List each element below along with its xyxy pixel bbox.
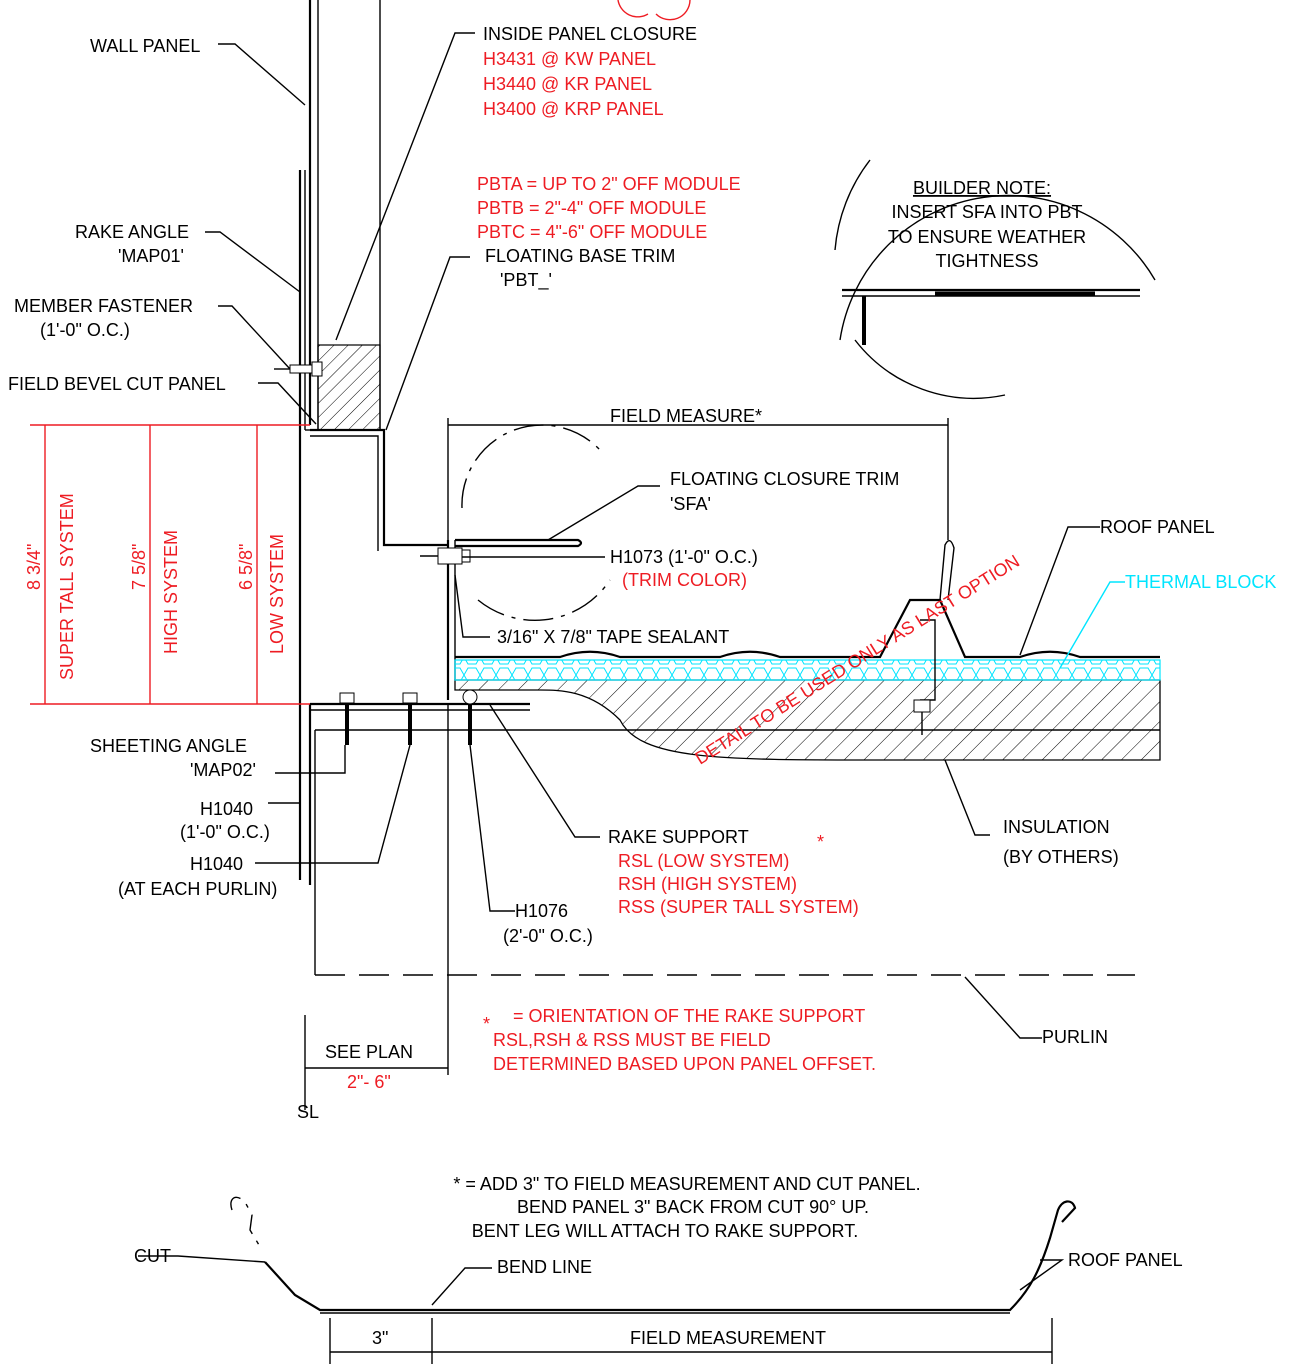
label-see-plan: SEE PLAN bbox=[325, 1042, 413, 1062]
label-floating-closure-trim: FLOATING CLOSURE TRIM bbox=[670, 469, 899, 489]
label-pbt-code: 'PBT_' bbox=[500, 270, 552, 291]
builder-note-circle bbox=[839, 194, 1156, 341]
label-field-bevel: FIELD BEVEL CUT PANEL bbox=[8, 374, 226, 394]
label-member-fastener: MEMBER FASTENER bbox=[14, 296, 193, 316]
label-h1073: H1073 (1'-0" O.C.) bbox=[610, 547, 758, 567]
label-builder-note-3: TIGHTNESS bbox=[935, 251, 1038, 271]
label-map02: 'MAP02' bbox=[190, 760, 256, 780]
label-orientation-3: DETERMINED BASED UPON PANEL OFFSET. bbox=[493, 1054, 876, 1074]
label-roof-panel-2: ROOF PANEL bbox=[1068, 1250, 1183, 1270]
label-builder-note-title: BUILDER NOTE: bbox=[913, 178, 1051, 198]
label-dim-super: 8 3/4" bbox=[24, 544, 44, 590]
label-see-plan-dim: 2"- 6" bbox=[347, 1072, 391, 1092]
label-closure-kr: H3440 @ KR PANEL bbox=[483, 74, 652, 94]
orientation-star-icon: * bbox=[483, 1014, 490, 1034]
label-pbta: PBTA = UP TO 2" OFF MODULE bbox=[477, 174, 741, 194]
label-h1040-a-oc: (1'-0" O.C.) bbox=[180, 822, 270, 842]
h1040-screws bbox=[339, 689, 478, 745]
label-purlin: PURLIN bbox=[1042, 1027, 1108, 1047]
label-pbtc: PBTC = 4"-6" OFF MODULE bbox=[477, 222, 707, 242]
roof-panel-lower-profile bbox=[264, 1200, 1077, 1312]
label-rake-support: RAKE SUPPORT bbox=[608, 827, 749, 847]
label-note-star-2: BEND PANEL 3" BACK FROM CUT 90° UP. bbox=[517, 1197, 869, 1217]
label-inside-closure: INSIDE PANEL CLOSURE bbox=[483, 24, 697, 44]
label-note-star-1: * = ADD 3" TO FIELD MEASUREMENT AND CUT … bbox=[453, 1174, 920, 1194]
label-insulation: INSULATION bbox=[1003, 817, 1110, 837]
label-rss: RSS (SUPER TALL SYSTEM) bbox=[618, 897, 859, 917]
label-note-star-3: BENT LEG WILL ATTACH TO RAKE SUPPORT. bbox=[472, 1221, 858, 1241]
label-rsl: RSL (LOW SYSTEM) bbox=[618, 851, 789, 871]
label-thermal-block: THERMAL BLOCK bbox=[1125, 572, 1276, 592]
label-floating-base-trim: FLOATING BASE TRIM bbox=[485, 246, 675, 266]
cut-panel-left-end bbox=[230, 1196, 263, 1251]
insulation bbox=[454, 679, 1161, 761]
label-closure-krp: H3400 @ KRP PANEL bbox=[483, 99, 664, 119]
label-field-measurement: FIELD MEASUREMENT bbox=[630, 1328, 826, 1348]
height-dimensions bbox=[30, 424, 310, 705]
label-by-others: (BY OTHERS) bbox=[1003, 847, 1119, 867]
floating-base-trim-line bbox=[310, 428, 448, 547]
top-circle-arc-1 bbox=[617, 0, 649, 18]
label-field-measure: FIELD MEASURE* bbox=[610, 406, 762, 426]
label-super-tall: SUPER TALL SYSTEM bbox=[57, 493, 77, 680]
label-roof-panel: ROOF PANEL bbox=[1100, 517, 1215, 537]
inside-closure-block bbox=[317, 344, 381, 431]
label-cut: CUT bbox=[134, 1246, 171, 1266]
label-h1040-a: H1040 bbox=[200, 799, 253, 819]
sheeting-angle bbox=[308, 702, 530, 885]
roof-panel-profile bbox=[455, 598, 1160, 659]
label-member-fastener-oc: (1'-0" O.C.) bbox=[40, 320, 130, 340]
label-low-system: LOW SYSTEM bbox=[267, 534, 287, 654]
label-wall-panel: WALL PANEL bbox=[90, 36, 200, 56]
label-orientation-1: = ORIENTATION OF THE RAKE SUPPORT bbox=[513, 1006, 865, 1026]
label-orientation-2: RSL,RSH & RSS MUST BE FIELD bbox=[493, 1030, 771, 1050]
label-dim-low: 6 5/8" bbox=[236, 544, 256, 590]
label-sheeting-angle: SHEETING ANGLE bbox=[90, 736, 247, 756]
label-map01: 'MAP01' bbox=[118, 246, 184, 266]
label-pbtb: PBTB = 2"-4" OFF MODULE bbox=[477, 198, 706, 218]
label-sl-symbol: SL bbox=[297, 1102, 319, 1122]
label-rsh: RSH (HIGH SYSTEM) bbox=[618, 874, 797, 894]
label-sfa-code: 'SFA' bbox=[670, 494, 711, 514]
label-closure-kw: H3431 @ KW PANEL bbox=[483, 49, 656, 69]
label-trim-color: (TRIM COLOR) bbox=[622, 570, 747, 590]
member-fastener bbox=[274, 361, 323, 377]
label-dim-3in: 3" bbox=[372, 1328, 388, 1348]
top-circle-arc-2 bbox=[655, 0, 691, 21]
rake-support-star-icon: * bbox=[817, 832, 824, 852]
label-h1076: H1076 bbox=[515, 901, 568, 921]
rake-angle bbox=[298, 170, 310, 880]
leader-lines bbox=[205, 32, 1125, 1039]
label-bend-line: BEND LINE bbox=[497, 1257, 592, 1277]
thermal-block bbox=[454, 659, 1161, 681]
label-tape-sealant: 3/16" X 7/8" TAPE SEALANT bbox=[497, 627, 729, 647]
floating-closure-trim-line bbox=[455, 538, 583, 548]
label-high-system: HIGH SYSTEM bbox=[161, 530, 181, 654]
label-h1040-b: H1040 bbox=[190, 854, 243, 874]
label-builder-note-2: TO ENSURE WEATHER bbox=[888, 227, 1086, 247]
label-builder-note-1: INSERT SFA INTO PBT bbox=[891, 202, 1082, 222]
h1073-fastener bbox=[420, 547, 471, 565]
label-h1040-b-oc: (AT EACH PURLIN) bbox=[118, 879, 277, 899]
label-dim-high: 7 5/8" bbox=[129, 544, 149, 590]
label-h1076-oc: (2'-0" O.C.) bbox=[503, 926, 593, 946]
label-rake-angle: RAKE ANGLE bbox=[75, 222, 189, 242]
